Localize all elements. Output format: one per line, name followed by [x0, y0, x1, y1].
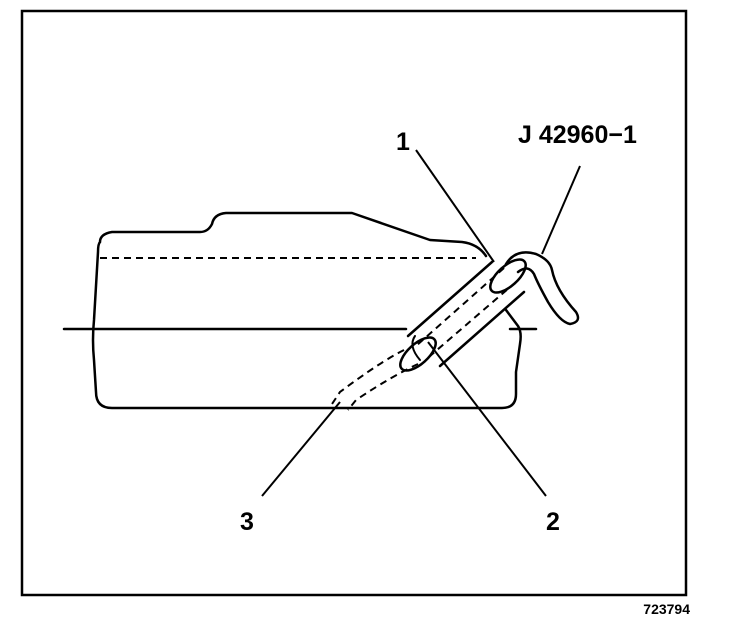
leader-line-1 — [415, 149, 495, 263]
callout-tool-label: J 42960−1 — [518, 121, 637, 149]
callout-3: 3 — [240, 508, 254, 536]
leader-line-tool — [541, 165, 581, 255]
filler-neck-dashed — [331, 349, 419, 411]
leader-line-2 — [427, 341, 547, 497]
tool-plug-body — [399, 258, 527, 372]
hose-dashed — [415, 267, 517, 357]
fuel-tank-outline — [91, 211, 522, 410]
callout-2: 2 — [546, 508, 560, 536]
diagram-frame — [20, 9, 688, 597]
tool-handle — [504, 251, 580, 326]
leader-line-3 — [261, 401, 341, 497]
figure-number: 723794 — [643, 601, 690, 617]
callout-1: 1 — [396, 128, 410, 156]
